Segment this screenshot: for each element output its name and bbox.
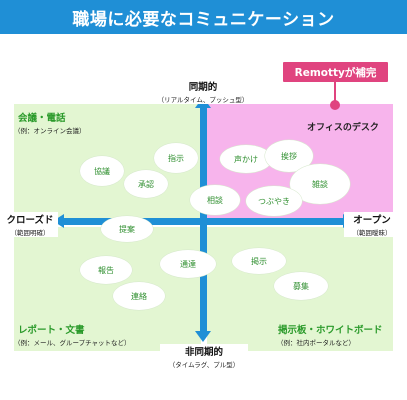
axis-label-top-title: 同期的: [188, 82, 218, 93]
bubble-kyogi: 協議: [80, 156, 124, 186]
badge-pointer-line: [334, 82, 336, 102]
axis-label-top: 同期的 （リアルタイム、プッシュ型）: [150, 79, 256, 104]
axis-label-bottom-sub: （タイムラグ、プル型）: [168, 361, 240, 369]
quadrant-label-meeting-phone: 会議・電話: [18, 113, 66, 124]
bubble-koekake: 声かけ: [220, 145, 272, 173]
office-desk-label: オフィスのデスク: [307, 123, 379, 133]
quadrant-label-board: 掲示板・ホワイトボード: [278, 325, 383, 336]
quadrant-sub-report-document: （例：メール、グループチャットなど）: [14, 339, 131, 347]
axis-label-left: クローズド （範囲明確）: [2, 212, 58, 237]
horizontal-axis: [63, 218, 343, 225]
axis-label-right-sub: （範囲曖昧）: [352, 229, 392, 237]
axis-label-right-title: オープン: [353, 215, 391, 226]
bubble-hokoku: 報告: [80, 256, 132, 284]
axis-label-left-title: クローズド: [6, 215, 54, 226]
quadrant-sub-meeting-phone: （例：オンライン会議）: [14, 127, 86, 135]
bubble-shiji: 指示: [154, 143, 198, 173]
quadrant-label-report-document: レポート・文書: [18, 325, 85, 336]
bubble-tsubuyaki: つぶやき: [246, 186, 302, 216]
bubble-tsutatsu: 通達: [160, 250, 216, 278]
axis-label-bottom-title: 非同期的: [184, 347, 223, 358]
axis-label-bottom: 非同期的 （タイムラグ、プル型）: [160, 344, 248, 369]
bubble-sodan: 相談: [190, 185, 240, 215]
bubble-teian: 提案: [101, 216, 153, 242]
arrow-down-icon: [195, 331, 211, 342]
badge-pointer-dot: [330, 100, 340, 110]
bubble-boshu: 募集: [274, 272, 328, 300]
quadrant-async-closed: [14, 227, 201, 351]
arrow-left-icon: [53, 214, 64, 228]
page-title: 職場に必要なコミュニケーション: [0, 0, 407, 34]
bubble-keiji: 掲示: [232, 248, 286, 274]
axis-label-left-sub: （範囲明確）: [10, 229, 50, 237]
bubble-shonin: 承認: [124, 170, 168, 198]
axis-label-right: オープン （範囲曖昧）: [344, 212, 400, 237]
remotty-badge: Remottyが補完: [283, 62, 388, 82]
bubble-renraku: 連絡: [113, 282, 165, 310]
axis-label-top-sub: （リアルタイム、プッシュ型）: [157, 96, 249, 104]
quadrant-sub-board: （例：社内ポータルなど）: [277, 339, 355, 347]
